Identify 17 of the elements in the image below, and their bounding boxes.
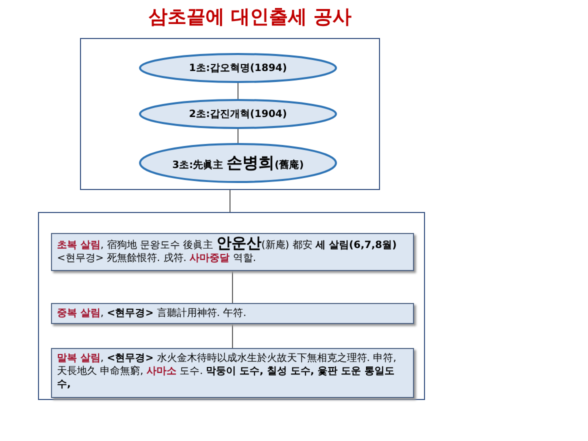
stage-text: 2초:갑진개혁(1904) (189, 108, 287, 121)
stage-ellipse (139, 53, 337, 83)
stage-ellipse (139, 99, 337, 129)
stage-box (51, 233, 414, 271)
stage-text: 중복 살림, <현무경> 言聽計用神符. 午符. (57, 307, 248, 320)
stage-text: 초복 살림, 宿狗地 문왕도수 後眞主 안운산(新庵) 都安 세 살림(6,7,8월) <현무경> 死無餘恨符. 戌符. 사마중달 역할. (57, 237, 398, 265)
stage-ellipse (139, 143, 337, 183)
diagram-title: 삼초끝에 대인출세 공사 (147, 5, 353, 30)
stage-text: 말복 살림, <현무경> 水火金木待時以成水生於火故天下無相克之理符. 申符, 天長地久 申命無窮, 사마소 도수. 막둥이 도수, 칠성 도수, 윷판 도운 통일도수, (57, 352, 398, 391)
connector-line (232, 324, 233, 348)
stage-box (51, 303, 414, 324)
stage-text: 3초:先眞主 손병희(舊庵) (172, 152, 304, 174)
connector-line (232, 270, 233, 304)
group-box (80, 38, 380, 190)
stage-text: 1초:갑오혁명(1894) (189, 62, 287, 75)
group-box (38, 212, 425, 400)
stage-box (51, 348, 414, 398)
